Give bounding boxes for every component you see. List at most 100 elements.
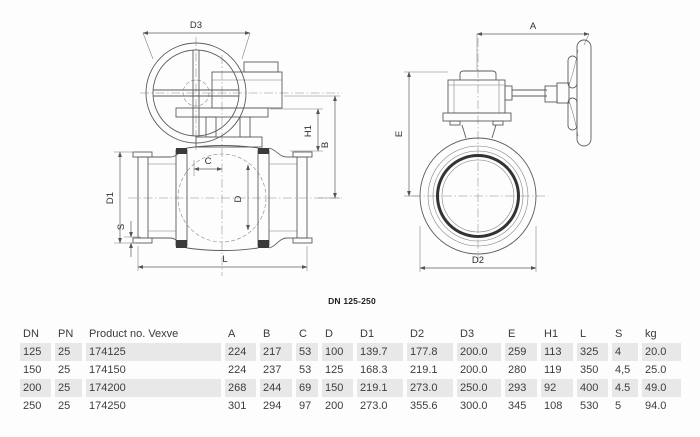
spec-table-cell: 20.0 xyxy=(642,343,685,361)
spec-table-cell: 301 xyxy=(228,400,247,412)
side-view: A E D2 xyxy=(394,21,592,272)
spec-table-cell: 350 xyxy=(580,364,599,376)
gearbox-side xyxy=(442,70,513,139)
spec-table-cell: 250 xyxy=(23,400,42,412)
dim-label-b: B xyxy=(320,142,331,148)
spec-table-cell: 200.0 xyxy=(460,364,488,376)
spec-table-cell: 280 xyxy=(508,364,527,376)
spec-table-cell: 49.0 xyxy=(642,379,685,397)
spec-table-cell: 25 xyxy=(55,379,86,397)
drawing-caption: DN 125-250 xyxy=(328,296,376,306)
spec-table-cell: 125 xyxy=(20,343,55,361)
handwheel-side xyxy=(512,39,592,147)
spec-table-cell: 244 xyxy=(260,379,296,397)
spec-table-cell: 53 xyxy=(296,343,322,361)
spec-table-cell: 530 xyxy=(580,400,599,412)
spec-table-cell: 273.0 xyxy=(360,400,388,412)
front-view-dimensions: D3 C D1 S L xyxy=(105,20,340,271)
valve-body-front xyxy=(132,145,313,251)
dim-label-c: C xyxy=(205,156,212,167)
spec-col-header-4: B xyxy=(263,328,271,340)
spec-table-cell: 345 xyxy=(508,400,527,412)
spec-col-header-3: A xyxy=(228,328,236,340)
flange-end-view xyxy=(419,137,537,255)
spec-table-cell: 200.0 xyxy=(457,343,505,361)
spec-table-cell: 94.0 xyxy=(645,400,667,412)
spec-table-cell: 4,5 xyxy=(615,364,631,376)
spec-col-header-10: E xyxy=(508,328,516,340)
spec-col-header-6: D xyxy=(325,328,333,340)
spec-table-cell: 25 xyxy=(58,400,71,412)
spec-table-cell: 53 xyxy=(299,364,312,376)
spec-table-cell: 4 xyxy=(612,343,642,361)
spec-col-header-14: kg xyxy=(645,328,657,340)
side-view-dimensions: A E D2 xyxy=(394,21,590,272)
spec-table-cell: 92 xyxy=(541,379,577,397)
spec-table-cell: 5 xyxy=(615,400,622,412)
spec-table-cell: 174250 xyxy=(89,400,126,412)
spec-table-cell: 300.0 xyxy=(460,400,488,412)
spec-table-cell: 268 xyxy=(225,379,260,397)
spec-col-header-11: H1 xyxy=(544,328,559,340)
spec-table-cell: 259 xyxy=(505,343,541,361)
spec-table-cell: 125 xyxy=(325,364,344,376)
spec-table-cell: 25 xyxy=(55,343,86,361)
dim-label-h1: H1 xyxy=(303,125,314,137)
spec-col-header-1: PN xyxy=(58,328,74,340)
spec-col-header-0: DN xyxy=(23,328,39,340)
dim-label-a: A xyxy=(530,21,537,32)
spec-table-cell: 150 xyxy=(322,379,357,397)
dim-label-d2: D2 xyxy=(472,255,484,266)
spec-table-cell: 119 xyxy=(544,364,562,376)
spec-table-cell: 325 xyxy=(577,343,612,361)
spec-table-cell: 113 xyxy=(541,343,577,361)
spec-table-cell: 219.1 xyxy=(410,364,438,376)
spec-table-cell: 139.7 xyxy=(357,343,407,361)
spec-table-cell: 224 xyxy=(228,364,247,376)
spec-col-header-2: Product no. Vexve xyxy=(89,328,179,340)
technical-drawing: .ln{fill:none;stroke:#5c5c5c;stroke-widt… xyxy=(105,20,592,306)
spec-table-cell: 200 xyxy=(20,379,55,397)
dim-label-l: L xyxy=(222,254,227,265)
spec-table-cell: 25 xyxy=(58,364,71,376)
spec-table-cell: 217 xyxy=(260,343,296,361)
spec-table-cell: 174125 xyxy=(86,343,225,361)
spec-table-cell: 200 xyxy=(325,400,344,412)
spec-table-cell: 174200 xyxy=(86,379,225,397)
spec-table-cell: 237 xyxy=(263,364,282,376)
gearbox-front xyxy=(175,61,283,148)
handwheel-front xyxy=(145,42,247,144)
spec-table-cell: 219.1 xyxy=(357,379,407,397)
spec-table-cell: 177.8 xyxy=(407,343,457,361)
spec-col-header-9: D3 xyxy=(460,328,475,340)
spec-table-cell: 25.0 xyxy=(645,364,667,376)
spec-table-cell: 294 xyxy=(263,400,282,412)
spec-table-cell: 4.5 xyxy=(612,379,642,397)
spec-table-row-250: 250 25 174250 301 294 97 200 273.0 355.6 300.0 345… xyxy=(20,397,685,415)
spec-col-header-5: C xyxy=(299,328,307,340)
spec-col-header-13: S xyxy=(615,328,623,340)
dim-label-d3: D3 xyxy=(190,20,202,31)
spec-table-cell: 97 xyxy=(299,400,312,412)
dim-label-d1: D1 xyxy=(105,192,116,204)
spec-col-header-12: L xyxy=(580,328,587,340)
spec-table-cell: 100 xyxy=(322,343,357,361)
spec-table-cell: 224 xyxy=(225,343,260,361)
front-view: D3 C D1 S L xyxy=(105,20,342,276)
spec-table-cell: 108 xyxy=(544,400,563,412)
spec-table-cell: 293 xyxy=(505,379,541,397)
spec-col-header-7: D1 xyxy=(360,328,375,340)
spec-table-cell: 174150 xyxy=(89,364,126,376)
dim-label-s: S xyxy=(116,224,127,230)
spec-col-header-8: D2 xyxy=(410,328,425,340)
spec-table-cell: 168.3 xyxy=(360,364,388,376)
spec-table-cell: 355.6 xyxy=(410,400,438,412)
ball-hidden-line xyxy=(177,153,267,243)
spec-table-cell: 273.0 xyxy=(407,379,457,397)
